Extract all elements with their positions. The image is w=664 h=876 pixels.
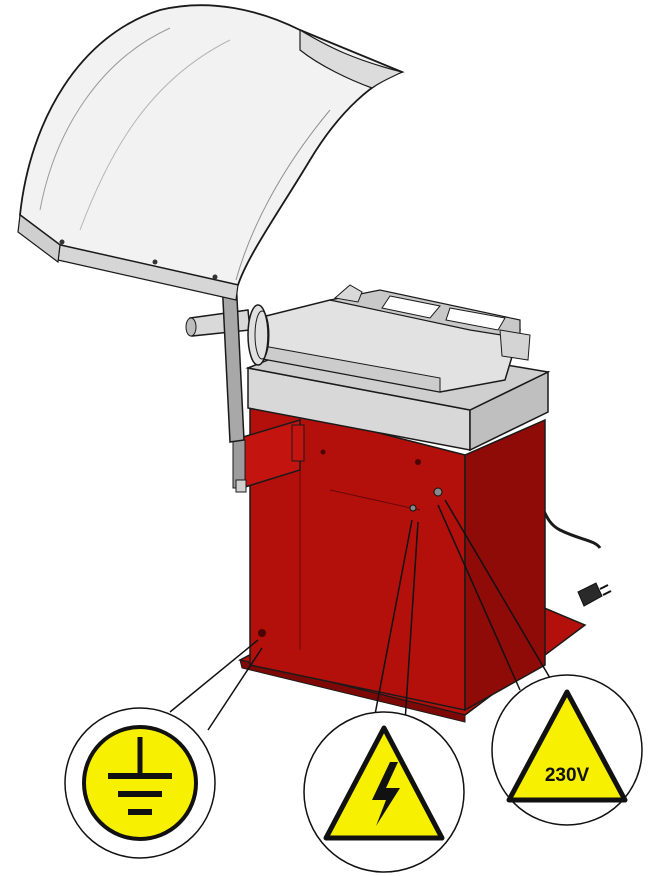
leader-line-voltage-b <box>444 499 551 679</box>
callout-ground <box>64 707 216 859</box>
leader-line-ground-b <box>207 647 263 731</box>
leader-line-ground-a <box>169 639 259 713</box>
voltage-label: 230V <box>545 765 590 786</box>
voltage-warning-icon: 230V <box>506 689 628 803</box>
callout-electrical-hazard <box>303 711 465 873</box>
guard-arm <box>221 277 245 443</box>
wheel-guard-hood <box>17 4 405 301</box>
leader-line-hazard-b <box>404 521 419 723</box>
ground-screw <box>258 629 266 637</box>
lightning-hazard-icon <box>323 725 445 841</box>
callout-voltage: 230V <box>491 674 643 826</box>
power-plug-icon <box>577 582 612 607</box>
cabinet <box>232 399 546 712</box>
leader-line-voltage-a <box>437 504 521 691</box>
leader-lines <box>169 499 551 731</box>
top-housing <box>245 284 551 452</box>
leader-line-hazard-a <box>372 519 413 726</box>
ground-symbol-icon <box>82 725 198 841</box>
